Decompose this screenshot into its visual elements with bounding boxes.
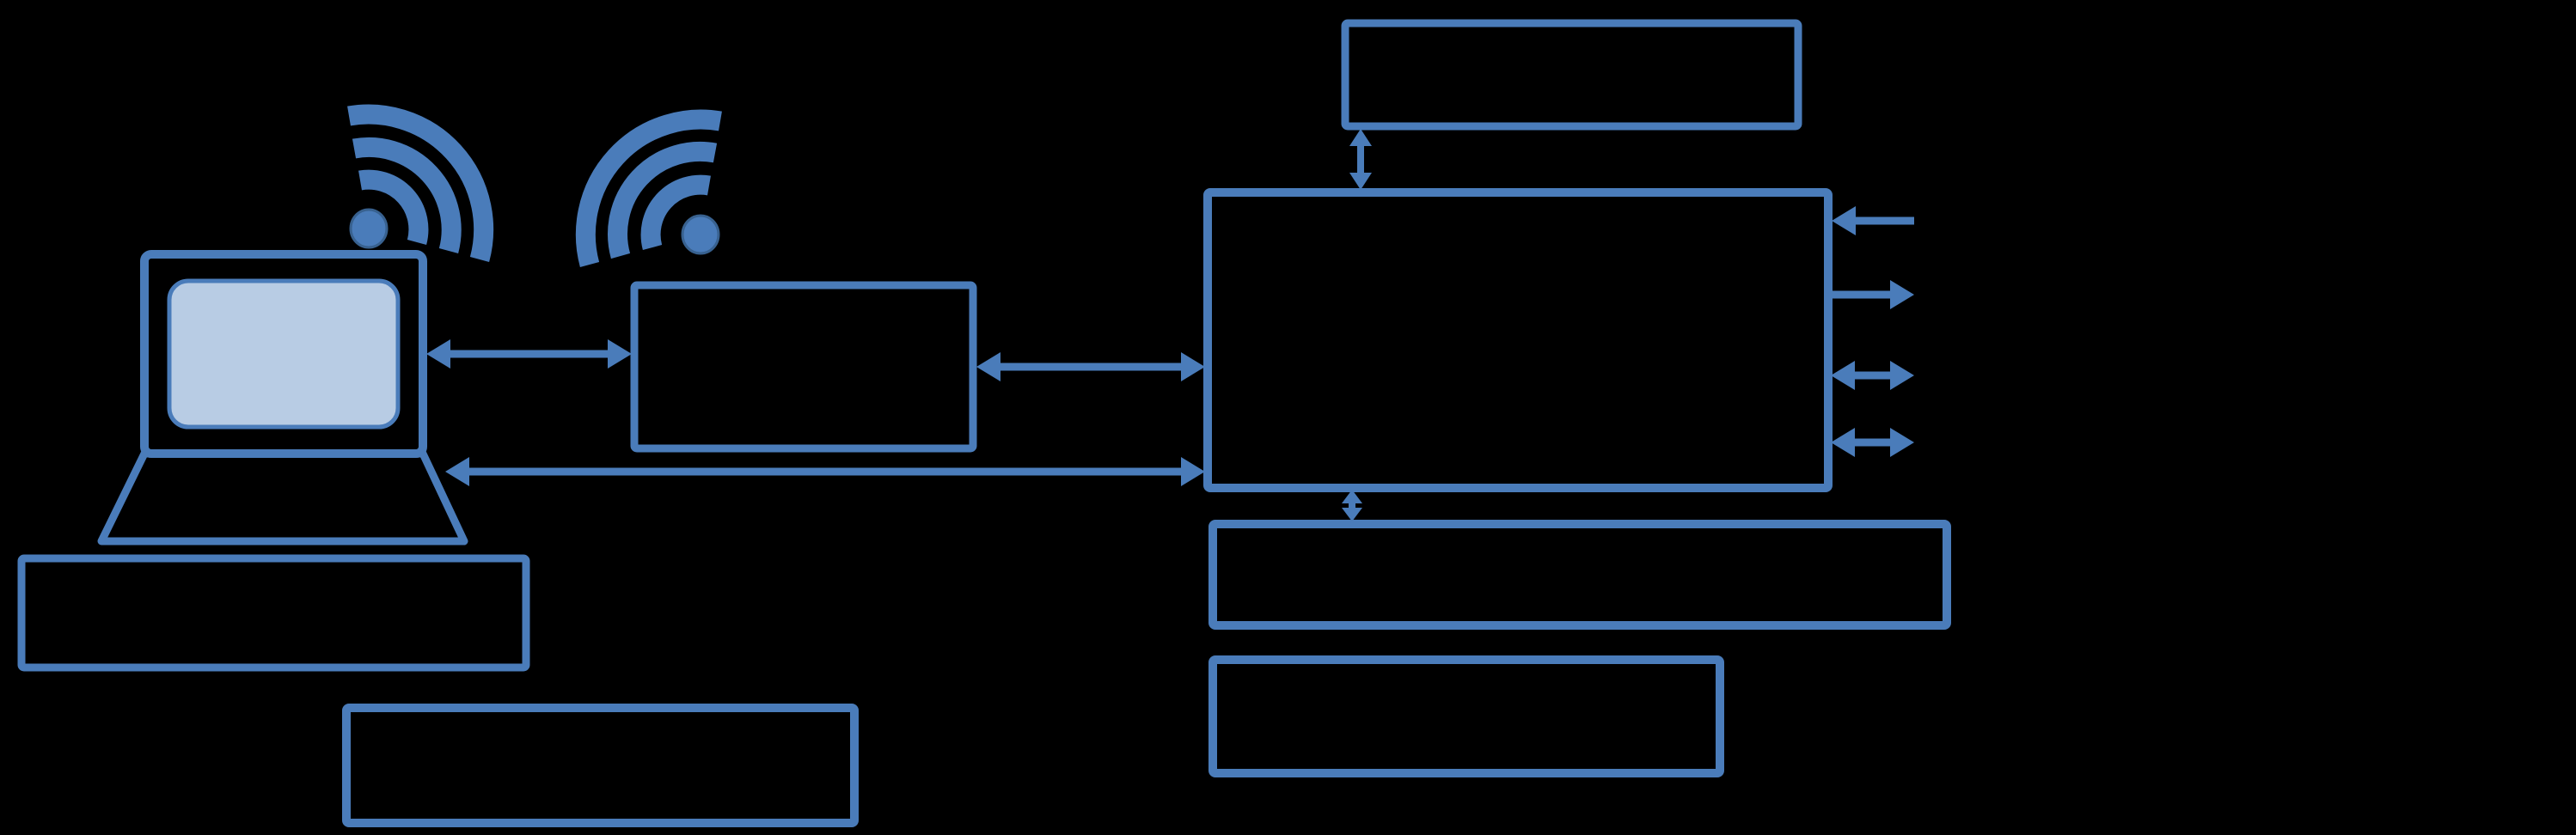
wifi-arc-middle bbox=[608, 141, 718, 259]
arrowhead-right bbox=[608, 339, 632, 369]
connector-large-box-right-4 bbox=[1831, 428, 1914, 457]
arrowhead-up bbox=[1342, 490, 1362, 503]
arrowhead-left bbox=[426, 339, 450, 369]
arrowhead-down bbox=[1349, 173, 1372, 190]
wifi-arc-middle bbox=[352, 137, 462, 253]
wifi-signal-left-icon bbox=[347, 104, 494, 262]
connector-large-box-right-1 bbox=[1832, 206, 1914, 235]
connector-large-box-right-2 bbox=[1831, 280, 1914, 309]
connector-top-box-to-large-box bbox=[1349, 129, 1372, 190]
wifi-dot bbox=[681, 214, 720, 255]
wifi-dot bbox=[349, 208, 389, 249]
left-box-1 bbox=[17, 554, 530, 672]
wifi-arc-inner bbox=[358, 169, 429, 245]
wifi-signal-right-icon bbox=[575, 109, 722, 267]
wifi-arc-outer bbox=[575, 109, 722, 267]
arrowhead-right bbox=[1181, 457, 1205, 486]
connector-middle-box-to-large-box bbox=[976, 352, 1205, 381]
arrowhead-down bbox=[1342, 508, 1362, 521]
arrowhead-left bbox=[1831, 428, 1855, 457]
arrowhead-right bbox=[1181, 352, 1205, 381]
arrowhead-right bbox=[1890, 428, 1914, 457]
connector-large-box-right-3 bbox=[1831, 361, 1914, 390]
laptop-base bbox=[97, 449, 468, 545]
connector-large-box-to-wide-box bbox=[1342, 490, 1362, 521]
left-box-2 bbox=[342, 704, 859, 827]
arrowhead-right bbox=[1890, 280, 1914, 309]
wide-right-box bbox=[1208, 520, 1951, 630]
wifi-arc-inner bbox=[640, 174, 711, 250]
middle-box bbox=[630, 281, 977, 453]
laptop-icon bbox=[97, 250, 468, 545]
arrowhead-left bbox=[1832, 206, 1856, 235]
arrowhead-left bbox=[445, 457, 469, 486]
arrowhead-left bbox=[976, 352, 1000, 381]
arrowhead-right bbox=[1890, 361, 1914, 390]
arrowhead-up bbox=[1349, 129, 1372, 146]
top-right-box bbox=[1341, 19, 1802, 131]
arrowhead-left bbox=[1831, 361, 1855, 390]
wifi-arc-outer bbox=[347, 104, 494, 262]
connector-laptop-to-large-box-long bbox=[445, 457, 1205, 486]
laptop-screen bbox=[167, 278, 401, 430]
connector-laptop-to-middle-box bbox=[426, 339, 632, 369]
large-right-box bbox=[1203, 188, 1833, 492]
lower-right-box bbox=[1208, 655, 1724, 777]
